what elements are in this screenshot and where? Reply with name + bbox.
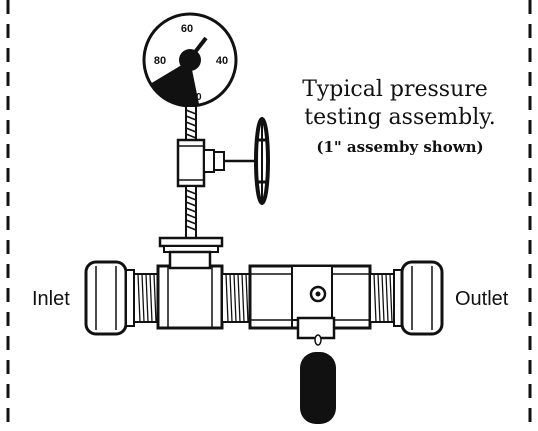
tee-flange [158, 236, 224, 253]
outlet-label: Outlet [455, 288, 509, 310]
inlet-label: Inlet [32, 288, 70, 310]
main-pipe-assembly [84, 250, 444, 336]
inlet-threaded-nipple [133, 273, 159, 323]
gauge-tick-20: 20 [190, 92, 202, 103]
valve-bonnet [203, 149, 215, 173]
caption: Typical pressure testing assembly. (1" a… [302, 77, 496, 156]
ball-valve-lever [296, 316, 336, 424]
dashed-border [6, 0, 532, 431]
pressure-gauge: 80 60 40 20 [142, 12, 238, 108]
valve-nut [213, 151, 225, 171]
outlet-threaded-nipple [369, 273, 395, 323]
upper-threaded-stem [185, 105, 197, 143]
lower-threaded-stem [185, 185, 197, 239]
gauge-dark-sector [150, 60, 199, 106]
caption-line-2: testing assembly. [304, 105, 495, 130]
center-threaded-nipple [221, 273, 251, 323]
gauge-tick-40: 40 [216, 55, 228, 67]
lever-grip [300, 352, 336, 424]
tee-body [176, 138, 206, 188]
valve-handwheel [254, 117, 270, 205]
gauge-tick-60: 60 [181, 23, 193, 35]
inlet-compression-nut [84, 260, 135, 336]
caption-line-3: (1" assemby shown) [316, 138, 483, 156]
caption-line-1: Typical pressure [302, 77, 488, 102]
outlet-compression-nut [393, 260, 444, 336]
test-tee-valve [176, 117, 270, 205]
gauge-hub [179, 49, 201, 71]
main-tee [156, 250, 224, 330]
gauge-tick-80: 80 [154, 55, 166, 67]
